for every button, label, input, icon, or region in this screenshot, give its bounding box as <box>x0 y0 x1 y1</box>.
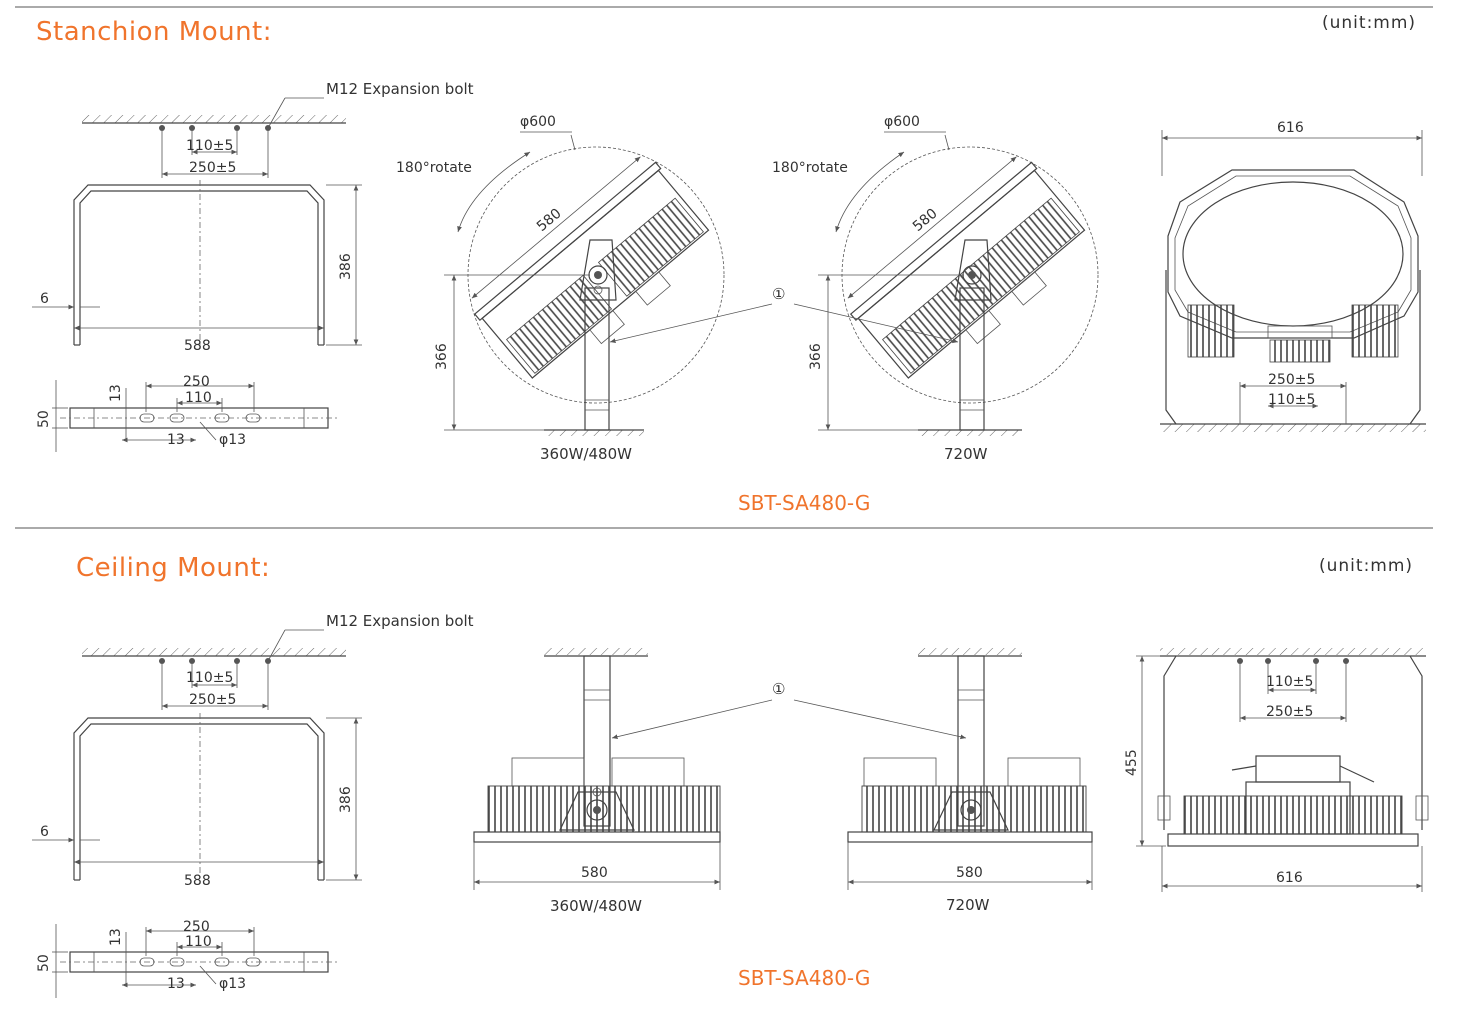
model-number: SBT-SA480-G <box>738 491 870 515</box>
callout-number: ① <box>772 285 785 303</box>
dim-250: 250±5 <box>1268 372 1315 388</box>
width-label: 616 <box>1277 120 1304 136</box>
rotate-label: 180°rotate <box>772 160 848 176</box>
plate-drawing: 250 110 13 13 φ13 50 <box>36 374 338 452</box>
section-title: Stanchion Mount: <box>36 17 272 47</box>
bracket-drawing: 110±5 250±5 M12 Expansion bolt 386 6 588 <box>32 612 474 889</box>
plate-dim-250: 250 <box>183 919 210 935</box>
length-label: 580 <box>956 865 983 881</box>
hanging-view-b: 580 720W <box>847 648 1093 914</box>
plate-dim-13-vertical: 13 <box>108 384 124 402</box>
diameter-label: φ600 <box>520 114 556 130</box>
dim-250: 250±5 <box>189 692 236 708</box>
unit-note: (unit:mm) <box>1319 556 1413 576</box>
plate-dim-13: 13 <box>167 432 185 448</box>
wattage-caption: 360W/480W <box>540 445 632 463</box>
plate-dim-50: 50 <box>36 410 52 428</box>
diameter-label: φ600 <box>884 114 920 130</box>
dim-250: 250±5 <box>1266 704 1313 720</box>
dim-110: 110±5 <box>186 138 233 154</box>
length-label: 580 <box>581 865 608 881</box>
dim-386: 386 <box>338 786 354 813</box>
dim-250: 250±5 <box>189 160 236 176</box>
wattage-caption: 360W/480W <box>550 897 642 915</box>
rotated-view-b: φ600 180°rotate 580 366 <box>772 114 1099 463</box>
section-title: Ceiling Mount: <box>76 553 270 583</box>
ceiling-section: Ceiling Mount: (unit:mm) 110±5 250±5 M12… <box>32 553 1429 998</box>
dim-6: 6 <box>40 824 49 840</box>
plate-dim-110: 110 <box>185 934 212 950</box>
length-label: 580 <box>910 206 941 235</box>
plate-drawing: 250 110 13 13 φ13 50 <box>36 919 338 998</box>
dim-386: 386 <box>338 253 354 280</box>
model-number: SBT-SA480-G <box>738 966 870 990</box>
plate-hole-dia: φ13 <box>219 432 246 448</box>
dim-6: 6 <box>40 291 49 307</box>
wattage-caption: 720W <box>944 445 988 463</box>
plate-dim-50: 50 <box>36 954 52 972</box>
width-label: 616 <box>1276 870 1303 886</box>
plate-dim-110: 110 <box>185 390 212 406</box>
dim-110: 110±5 <box>1268 392 1315 408</box>
rotate-label: 180°rotate <box>396 160 472 176</box>
dim-588: 588 <box>184 338 211 354</box>
height-label: 366 <box>434 343 450 370</box>
height-label: 455 <box>1124 749 1140 776</box>
bolt-label: M12 Expansion bolt <box>326 80 474 98</box>
front-view: 616 250±5 110±5 <box>1160 120 1426 432</box>
stanchion-section: Stanchion Mount: (unit:mm) 110±5 250±5 M… <box>32 13 1426 515</box>
callout-marker: ① <box>611 680 967 740</box>
dim-110: 110±5 <box>1266 674 1313 690</box>
bracket-drawing: 110±5 250±5 M12 Expansion bolt 386 6 588 <box>32 80 474 354</box>
plate-dim-13-vertical: 13 <box>108 928 124 946</box>
bolt-label: M12 Expansion bolt <box>326 612 474 630</box>
plate-dim-13: 13 <box>167 976 185 992</box>
plate-dim-250: 250 <box>183 374 210 390</box>
dim-588: 588 <box>184 873 211 889</box>
rotated-view-a: φ600 180°rotate 580 <box>396 114 725 463</box>
dim-110: 110±5 <box>186 670 233 686</box>
callout-number: ① <box>772 680 785 698</box>
length-label: 580 <box>534 206 565 235</box>
unit-note: (unit:mm) <box>1322 13 1416 33</box>
callout-marker: ① <box>609 285 959 344</box>
plate-hole-dia: φ13 <box>219 976 246 992</box>
height-label: 366 <box>808 343 824 370</box>
front-view: 110±5 250±5 455 616 <box>1124 648 1429 892</box>
hanging-view-a: 580 360W/480W <box>473 648 721 915</box>
wattage-caption: 720W <box>946 896 990 914</box>
